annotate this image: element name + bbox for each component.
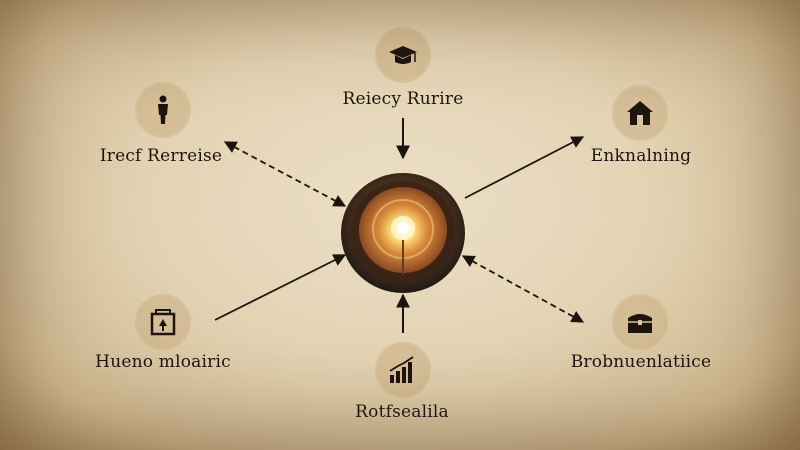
mortarboard-icon xyxy=(389,46,417,64)
central-hub xyxy=(341,173,465,293)
node-label-top-left: Irecf Rerreise xyxy=(99,146,223,166)
chest-icon xyxy=(628,314,652,333)
lamp-icon xyxy=(391,216,415,275)
node-label-top: Reiecy Rurire xyxy=(342,89,464,109)
node-label-bottom-right: Brobnuenlatiice xyxy=(570,352,712,372)
bar-chart-icon xyxy=(389,356,414,383)
node-top-right-badge xyxy=(612,85,668,141)
connector-bottom-left xyxy=(214,254,347,321)
node-label-bottom: Rotfsealila xyxy=(355,402,449,422)
node-bottom-badge xyxy=(375,342,431,398)
node-top-left-badge xyxy=(135,82,191,138)
node-top-badge xyxy=(375,27,431,83)
node-bottom-left-badge xyxy=(135,294,191,350)
connector-bottom-right xyxy=(461,255,585,323)
connector-top-right xyxy=(464,136,585,199)
node-label-bottom-left: Hueno mloairic xyxy=(95,352,231,372)
node-bottom-right-badge xyxy=(612,294,668,350)
lantern-icon xyxy=(150,309,176,336)
connector-top-left xyxy=(223,141,347,207)
node-label-top-right: Enknalning xyxy=(590,146,692,166)
person-icon xyxy=(158,95,168,124)
house-icon xyxy=(627,101,653,125)
